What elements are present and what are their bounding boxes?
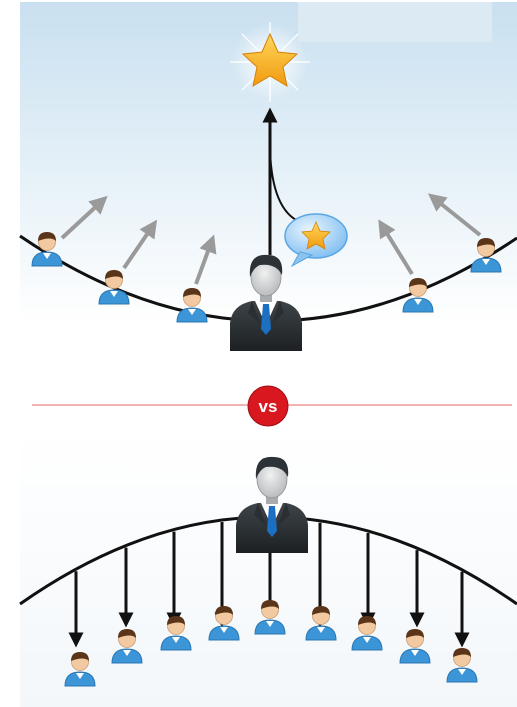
vs-divider: vs (32, 385, 512, 427)
team-members-bottom (64, 600, 478, 687)
bottom-panel (19, 430, 517, 707)
top-panel (19, 2, 517, 351)
team-member-bottom-5 (254, 600, 286, 635)
team-member-bottom-7 (351, 616, 383, 651)
leader-top (230, 254, 302, 351)
team-member-bottom-1 (64, 652, 96, 687)
team-member-top-5 (470, 238, 502, 273)
team-member-bottom-3 (160, 616, 192, 651)
team-member-top-4 (402, 278, 434, 313)
leader-bottom-figure (236, 456, 308, 553)
team-member-bottom-2 (111, 629, 143, 664)
team-member-bottom-9 (446, 648, 478, 683)
team-member-top-1 (31, 232, 63, 267)
team-member-top-3 (176, 288, 208, 323)
team-member-top-2 (98, 270, 130, 305)
vs-label: vs (259, 397, 278, 416)
vs-badge (248, 386, 288, 426)
team-member-bottom-4 (208, 606, 240, 641)
leader-top-figure (230, 254, 302, 351)
team-arrows-gray (60, 193, 482, 285)
team-member-bottom-8 (399, 629, 431, 664)
leader-bend-line (269, 149, 301, 223)
team-members-top (31, 232, 502, 323)
goal-star-icon (230, 22, 310, 102)
team-member-bottom-6 (305, 606, 337, 641)
leader-bottom (236, 456, 308, 553)
speech-bubble-star-icon (284, 213, 348, 268)
light-sky-patch (298, 2, 492, 42)
